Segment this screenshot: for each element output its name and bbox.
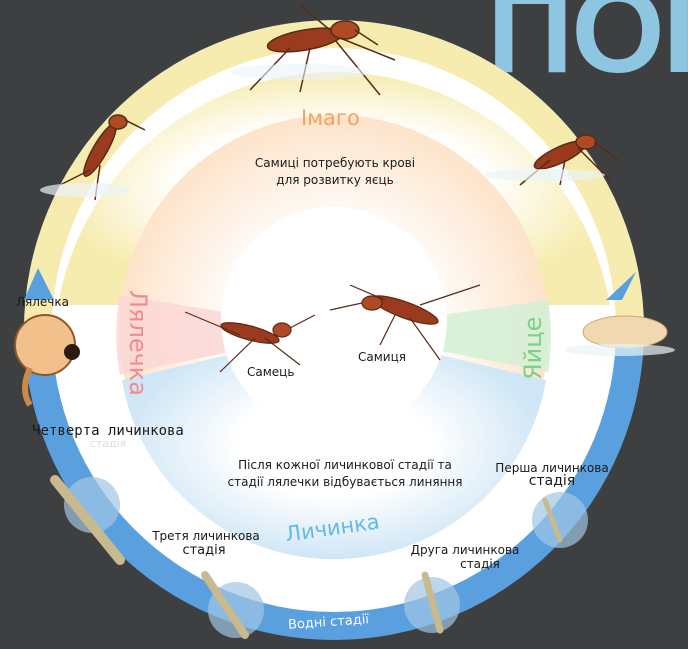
pupa-ring-label: Лялечка bbox=[124, 290, 152, 396]
egg-raft-icon bbox=[583, 316, 667, 348]
egg-ring-label: Яйце bbox=[519, 317, 547, 380]
pupa-stage-label: Лялечка bbox=[16, 295, 69, 309]
imago-label: Імаго bbox=[301, 106, 360, 130]
larva-first-icon bbox=[532, 492, 588, 548]
first-stage-label: Перша личинкова стадія bbox=[487, 461, 617, 489]
second-stage-label: Друга личинкова стадія bbox=[405, 543, 525, 571]
molting-note: Після кожної личинкової стадії та стадії… bbox=[210, 457, 480, 492]
female-label: Самиця bbox=[358, 350, 406, 364]
male-label: Самець bbox=[247, 365, 294, 379]
larva-fourth-icon bbox=[55, 477, 120, 560]
third-stage-label: Третя личинкова стадія bbox=[146, 529, 266, 558]
fourth-stage-label: Четверта личинкова стадія bbox=[18, 423, 198, 450]
blood-note: Самиці потребують крові для розвитку яєц… bbox=[230, 155, 440, 190]
